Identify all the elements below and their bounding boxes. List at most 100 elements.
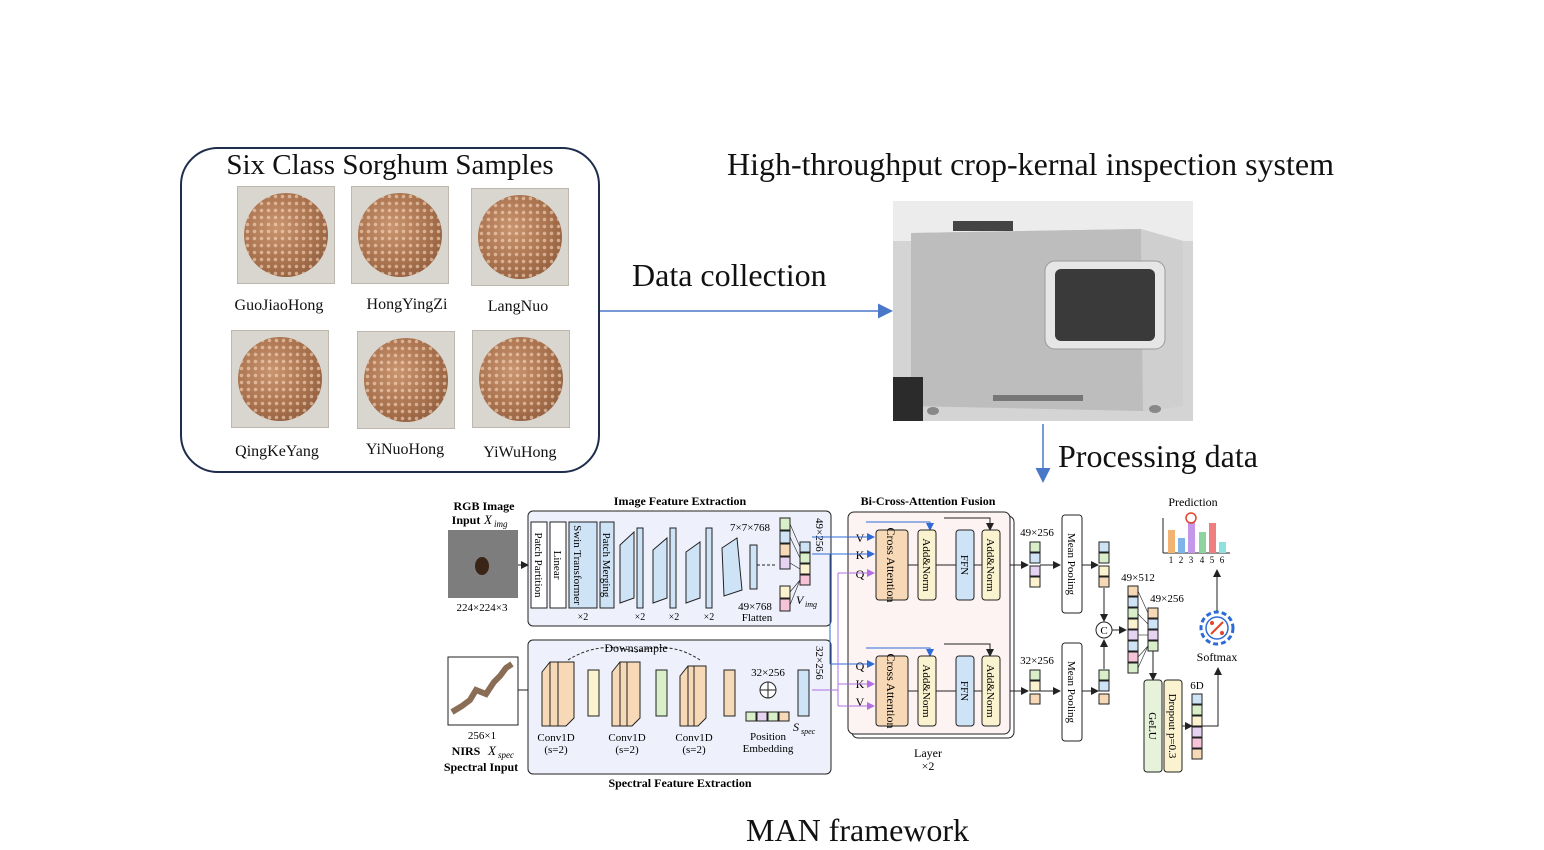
kernel-icon [475, 557, 489, 575]
sample-label-guojiaohong: GuoJiaoHong [234, 297, 324, 314]
samples-title: Six Class Sorghum Samples [226, 149, 554, 181]
dim-32x256-fused: 32×256 [1020, 655, 1054, 667]
layer-label: Layer [914, 746, 942, 760]
nirs-title-2: Spectral Input [444, 760, 518, 774]
pooled-vectors [1082, 541, 1110, 705]
mean-pooling-top [1061, 514, 1083, 614]
inspection-machine-photo [893, 201, 1193, 421]
top-k: K [856, 548, 865, 562]
swin-transformer-block [568, 521, 598, 609]
patch-partition-label: Patch Partition [532, 532, 544, 598]
add-norm-bottom-1-label: Add&Norm [920, 664, 932, 718]
gelu-label: GeLU [1146, 712, 1158, 740]
fused-token-columns [1010, 541, 1061, 705]
prediction-label: Prediction [1168, 495, 1217, 509]
qkv-routing [812, 517, 994, 710]
flatten-label: Flatten [742, 612, 773, 624]
position-embedding-label-1: Position [750, 731, 787, 743]
conv1-label: Conv1D [537, 732, 574, 744]
sample-label-qingkeyang: QingKeYang [235, 443, 319, 460]
dim-49x256-img: 49×256 [813, 518, 825, 552]
s-spec-sub: spec [801, 727, 816, 736]
rgb-input-title-1: RGB Image [454, 499, 516, 513]
conv2-stride: (s=2) [615, 744, 639, 756]
sample-label-yiwuhong: YiWuHong [483, 444, 557, 461]
prediction-bars [1168, 512, 1226, 553]
pred-tick-1: 1 [1169, 555, 1174, 565]
sample-image-yinuohong [357, 331, 455, 429]
spectrum-curve [450, 661, 514, 715]
softmax-label: Softmax [1197, 650, 1238, 664]
processing-data-label: Processing data [1058, 438, 1258, 474]
conv1-stride: (s=2) [544, 744, 568, 756]
cross-attention-top-label: Cross Attention [884, 527, 898, 602]
fusion-title: Bi-Cross-Attention Fusion [861, 494, 996, 508]
nirs-var: X [487, 743, 497, 758]
add-norm-bottom-2-label: Add&Norm [984, 664, 996, 718]
fusion-block-arrows [908, 564, 982, 692]
mean-pooling-bottom-label: Mean Pooling [1065, 661, 1077, 724]
conv2-label: Conv1D [608, 732, 645, 744]
pred-tick-4: 4 [1200, 555, 1205, 565]
patch-merging-label: Patch Merging [600, 533, 612, 598]
image-feature-title: Image Feature Extraction [614, 494, 747, 508]
gelu-block [1143, 679, 1163, 773]
concat-label: C [1100, 625, 1107, 637]
pred-tick-3: 3 [1189, 555, 1194, 565]
swin-stage-blocks [619, 527, 758, 609]
stage2-repeat: ×2 [669, 612, 680, 623]
framework-title: MAN framework [746, 812, 970, 848]
rgb-input-title-2: Input [452, 513, 481, 527]
system-title: High-throughput crop-kernal inspection s… [727, 146, 1334, 182]
stage1-repeat: ×2 [635, 612, 646, 623]
pred-tick-6: 6 [1220, 555, 1225, 565]
mean-pooling-top-label: Mean Pooling [1065, 533, 1077, 596]
dim-32x256-pos: 32×256 [751, 667, 785, 679]
dim-7x7x768: 7×7×768 [730, 522, 770, 534]
sample-image-langnuo [471, 188, 569, 286]
dim-6d: 6D [1190, 680, 1204, 692]
pred-tick-2: 2 [1179, 555, 1184, 565]
bottom-v: V [856, 695, 865, 709]
conv3-stride: (s=2) [682, 744, 706, 756]
dim-32x256-spec: 32×256 [813, 646, 825, 680]
man-framework-diagram: RGB Image Input X img 224×224×3 Image Fe… [444, 494, 1238, 790]
downsample-curve [567, 647, 701, 661]
sample-label-yinuohong: YiNuoHong [365, 441, 445, 458]
patch-merging-block [599, 521, 615, 609]
linear-block [549, 521, 567, 609]
v-img-label: V [796, 593, 805, 607]
position-embedding-label-2: Embedding [743, 743, 794, 755]
patch-partition-block [530, 521, 548, 609]
softmax-icon [1199, 610, 1235, 646]
stage3-repeat: ×2 [704, 612, 715, 623]
cross-attention-bottom-label: Cross Attention [884, 653, 898, 728]
image-token-column [779, 517, 811, 612]
bottom-q: Q [856, 659, 865, 673]
sample-label-hongyingzi: HongYingZi [366, 296, 448, 313]
dim-49x256-fused: 49×256 [1020, 527, 1054, 539]
top-v: V [856, 531, 865, 545]
concat-mlp-columns [1127, 585, 1159, 681]
dim-49x768: 49×768 [738, 601, 772, 613]
layer-repeat: ×2 [922, 759, 935, 773]
rgb-input-var-sub: img [494, 519, 508, 529]
ffn-bottom-label: FFN [958, 681, 970, 701]
dim-49x512: 49×512 [1121, 572, 1155, 584]
swin-transformer-label: Swin Transformer [571, 525, 583, 605]
downsample-label: Downsample [604, 641, 667, 655]
dim-49x256-mlp: 49×256 [1150, 593, 1184, 605]
nirs-dims: 256×1 [468, 730, 496, 742]
conv3-label: Conv1D [675, 732, 712, 744]
top-q: Q [856, 567, 865, 581]
linear-label: Linear [551, 551, 563, 580]
sample-image-qingkeyang [231, 330, 329, 428]
v-img-sub: img [805, 600, 817, 609]
swin-repeat: ×2 [578, 612, 589, 623]
spectral-feature-title: Spectral Feature Extraction [608, 776, 751, 790]
add-norm-top-2-label: Add&Norm [984, 538, 996, 592]
rgb-input-var: X [483, 512, 493, 527]
output-vector [1182, 667, 1222, 760]
nirs-title-1: NIRS [452, 744, 481, 758]
